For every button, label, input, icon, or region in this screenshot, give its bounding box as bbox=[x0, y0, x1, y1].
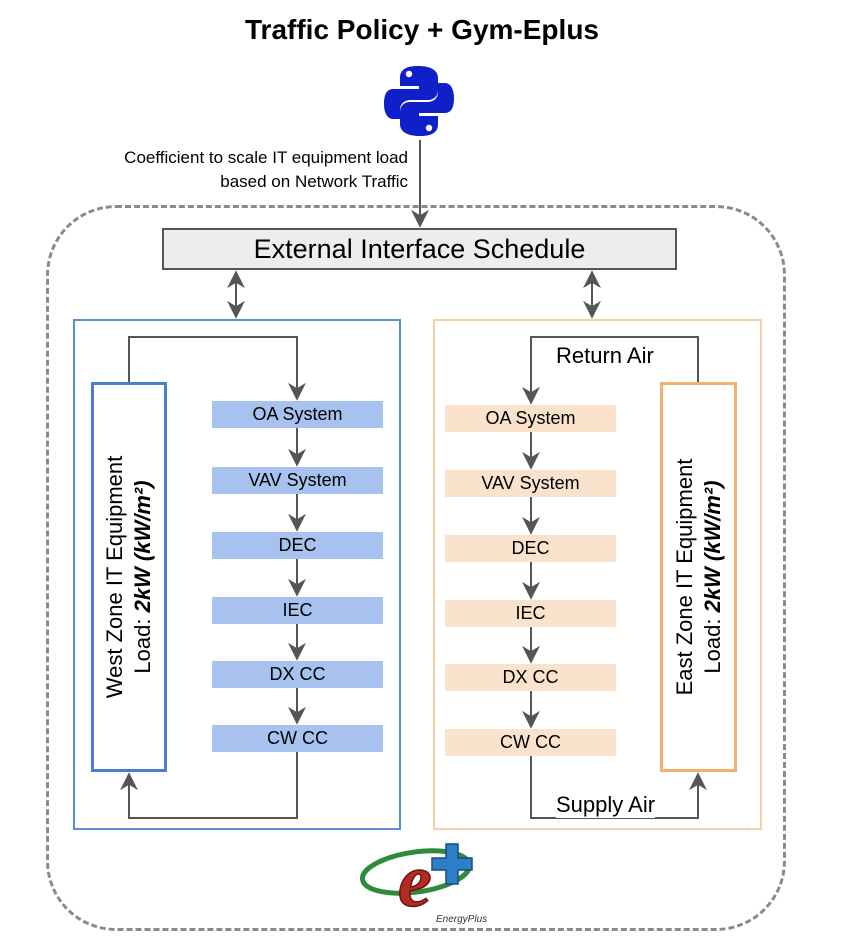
east-oa-system: OA System bbox=[445, 405, 616, 432]
east-zone-load: Load: 2kW (kW/m²) bbox=[699, 392, 727, 762]
east-dx-cc: DX CC bbox=[445, 664, 616, 691]
west-dec: DEC bbox=[212, 532, 383, 559]
west-vav-system: VAV System bbox=[212, 467, 383, 494]
east-zone-load-value: 2kW (kW/m²) bbox=[699, 480, 725, 613]
east-supply-loop bbox=[530, 755, 707, 819]
west-zone-it-equipment: West Zone IT Equipment Load: 2kW (kW/m²) bbox=[91, 382, 167, 772]
west-iec: IEC bbox=[212, 597, 383, 624]
east-cw-cc: CW CC bbox=[445, 729, 616, 756]
west-zone-load-prefix: Load: bbox=[130, 612, 155, 674]
coefficient-note-line2: based on Network Traffic bbox=[220, 172, 408, 191]
east-zone-load-prefix: Load: bbox=[699, 612, 725, 674]
coefficient-note-line1: Coefficient to scale IT equipment load bbox=[124, 148, 408, 167]
east-vav-system: VAV System bbox=[445, 470, 616, 497]
east-zone-it-equipment: East Zone IT Equipment Load: 2kW (kW/m²) bbox=[660, 382, 737, 772]
return-air-label: Return Air bbox=[556, 343, 654, 369]
page-title: Traffic Policy + Gym-Eplus bbox=[244, 14, 599, 45]
svg-text:EnergyPlus: EnergyPlus bbox=[436, 914, 487, 925]
west-zone-load: Load: 2kW (kW/m²) bbox=[129, 392, 157, 762]
east-zone-title: East Zone IT Equipment bbox=[671, 458, 697, 696]
west-dx-cc: DX CC bbox=[212, 661, 383, 688]
supply-air-label: Supply Air bbox=[556, 792, 656, 818]
svg-text:e: e bbox=[398, 839, 432, 923]
external-interface-schedule: External Interface Schedule bbox=[162, 228, 677, 270]
python-logo-icon bbox=[384, 64, 454, 138]
gym-eplus-boundary bbox=[46, 205, 786, 931]
west-return-loop bbox=[128, 336, 306, 401]
west-zone-title: West Zone IT Equipment bbox=[102, 455, 127, 699]
west-zone-load-value: 2kW (kW/m²) bbox=[130, 480, 155, 613]
east-dec: DEC bbox=[445, 535, 616, 562]
energyplus-logo-icon: e EnergyPlus bbox=[358, 834, 488, 928]
coefficient-note: Coefficient to scale IT equipment load b… bbox=[30, 146, 408, 194]
west-cw-cc: CW CC bbox=[212, 725, 383, 752]
west-oa-system: OA System bbox=[212, 401, 383, 428]
east-iec: IEC bbox=[445, 600, 616, 627]
west-supply-loop bbox=[120, 751, 298, 819]
east-return-loop bbox=[522, 336, 699, 405]
